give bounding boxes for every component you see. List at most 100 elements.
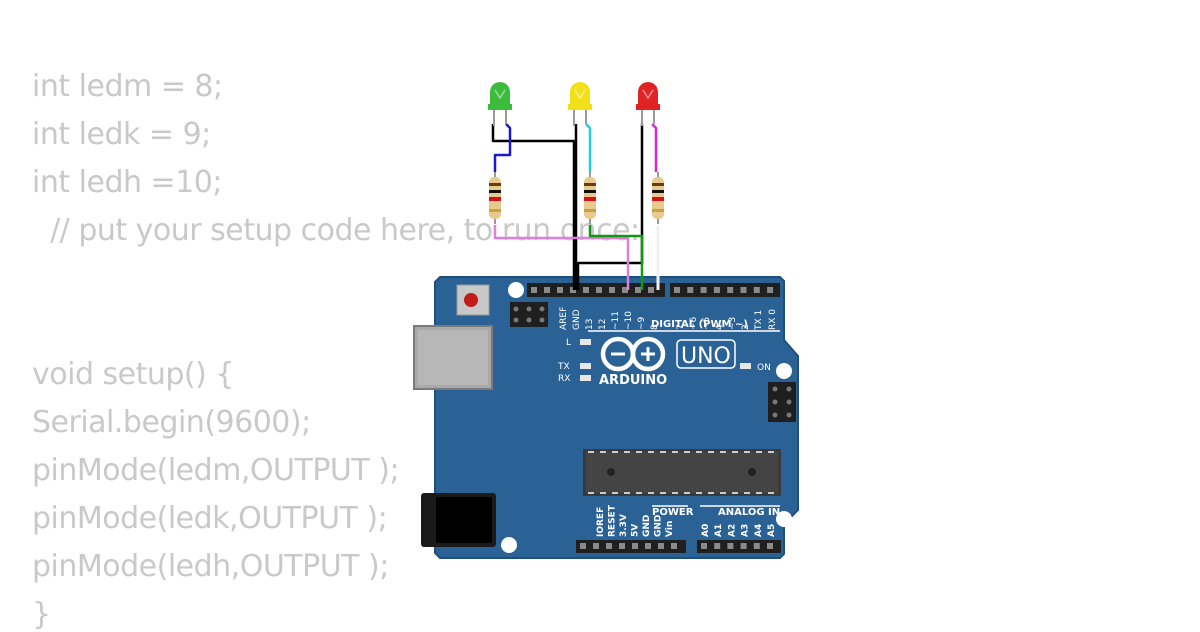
header-pin[interactable]	[740, 543, 747, 549]
analog-pin-label: A5	[767, 524, 777, 537]
pin-label: 4	[715, 324, 725, 330]
wire-pin9	[588, 225, 644, 290]
header-pin[interactable]	[531, 287, 537, 293]
header-pin[interactable]	[593, 543, 599, 549]
power-pin-label: 5V	[631, 524, 641, 537]
header-pin[interactable]	[557, 287, 563, 293]
header-pin[interactable]	[714, 543, 721, 549]
analog-pin-label: A0	[701, 524, 711, 537]
header-pin[interactable]	[753, 543, 760, 549]
pin-label: TX 1	[754, 310, 764, 331]
header-pin[interactable]	[687, 287, 694, 293]
header-pin[interactable]	[635, 287, 641, 293]
digital-header-right	[670, 283, 780, 297]
pin-label: 13	[585, 319, 595, 330]
mounting-hole	[508, 282, 524, 298]
analog-pin-label: A2	[727, 524, 737, 537]
pin-label: ~11	[611, 311, 621, 330]
code-editor-text: int ledm = 8;int ledk = 9;int ledh =10; …	[32, 0, 732, 630]
led-yellow[interactable]	[568, 82, 592, 126]
pin-label: ~6	[689, 316, 699, 330]
code-line: pinMode(ledh,OUTPUT );	[32, 549, 389, 584]
power-header	[576, 540, 686, 553]
wire-red-anode	[651, 123, 658, 172]
code-line: }	[32, 597, 51, 632]
pin-label: ~9	[637, 316, 647, 330]
code-line: pinMode(ledk,OUTPUT );	[32, 501, 388, 536]
power-pin-label: 3.3V	[619, 514, 629, 537]
arduino-logo-icon	[600, 336, 666, 372]
on-led	[740, 363, 751, 369]
pin-label: ~3	[728, 317, 738, 330]
on-led-label: ON	[757, 363, 771, 373]
header-pin[interactable]	[580, 543, 586, 549]
wire-green-anode	[493, 123, 512, 172]
header-pin[interactable]	[674, 287, 680, 293]
power-pin-label: RESET	[608, 504, 618, 537]
analog-pin-label: A3	[741, 524, 751, 537]
header-pin[interactable]	[700, 287, 707, 293]
header-pin[interactable]	[609, 287, 615, 293]
analog-pin-label: A1	[714, 524, 724, 537]
reset-button-cap[interactable]	[464, 293, 478, 307]
pin-label: 7	[676, 324, 686, 330]
code-line: int ledh =10;	[32, 165, 222, 200]
analog-pin-label: A4	[754, 524, 764, 537]
model-label: UNO	[681, 344, 731, 369]
pin-label: GND	[572, 309, 582, 330]
header-pin[interactable]	[658, 543, 664, 549]
header-pin[interactable]	[648, 287, 654, 293]
header-pin[interactable]	[740, 287, 747, 293]
header-pin[interactable]	[645, 543, 651, 549]
icsp-header	[510, 302, 548, 327]
tx-led-label: TX	[557, 362, 570, 372]
header-pin[interactable]	[727, 287, 734, 293]
wires	[491, 123, 660, 290]
header-pin[interactable]	[622, 287, 628, 293]
wire-gnd-red	[576, 124, 644, 290]
resistor-2	[584, 172, 596, 224]
wire-pin8	[493, 225, 630, 290]
wire-yellow-anode	[585, 123, 592, 172]
pin-label: AREF	[559, 307, 569, 330]
led-red[interactable]	[636, 82, 660, 126]
header-pin[interactable]	[583, 287, 589, 293]
power-pin-label: Vin	[665, 521, 675, 537]
led-green[interactable]	[488, 82, 512, 126]
code-line: Serial.begin(9600);	[32, 405, 311, 440]
header-pin[interactable]	[632, 543, 638, 549]
pin-label: 8	[650, 324, 660, 330]
rx-led-label: RX	[558, 374, 570, 384]
pin-label: ~10	[624, 311, 634, 330]
rx-led	[580, 375, 591, 381]
header-pin[interactable]	[753, 287, 760, 293]
pin-label: 12	[598, 319, 608, 330]
header-pin[interactable]	[727, 543, 734, 549]
mounting-hole	[776, 511, 792, 527]
code-line: pinMode(ledm,OUTPUT );	[32, 453, 400, 488]
pin-label: ~5	[702, 317, 712, 330]
code-line: int ledm = 8;	[32, 69, 223, 104]
resistors	[489, 172, 664, 224]
header-pin[interactable]	[713, 287, 720, 293]
leds	[488, 82, 660, 126]
header-pin[interactable]	[767, 287, 774, 293]
l-led	[580, 339, 591, 345]
header-pin[interactable]	[767, 543, 773, 549]
header-pin[interactable]	[544, 287, 550, 293]
header-pin[interactable]	[701, 543, 707, 549]
l-led-label: L	[566, 338, 571, 348]
header-pin[interactable]	[606, 543, 612, 549]
power-pin-label: GND	[654, 515, 664, 537]
analog-label: ANALOG IN	[718, 507, 780, 518]
header-pin[interactable]	[671, 543, 677, 549]
header-pin[interactable]	[619, 543, 625, 549]
resistor-3	[652, 172, 664, 224]
mounting-hole	[501, 537, 517, 553]
header-pin[interactable]	[596, 287, 602, 293]
power-label: POWER	[652, 507, 694, 518]
power-pin-label: IOREF	[596, 507, 606, 537]
code-line: int ledk = 9;	[32, 117, 211, 152]
